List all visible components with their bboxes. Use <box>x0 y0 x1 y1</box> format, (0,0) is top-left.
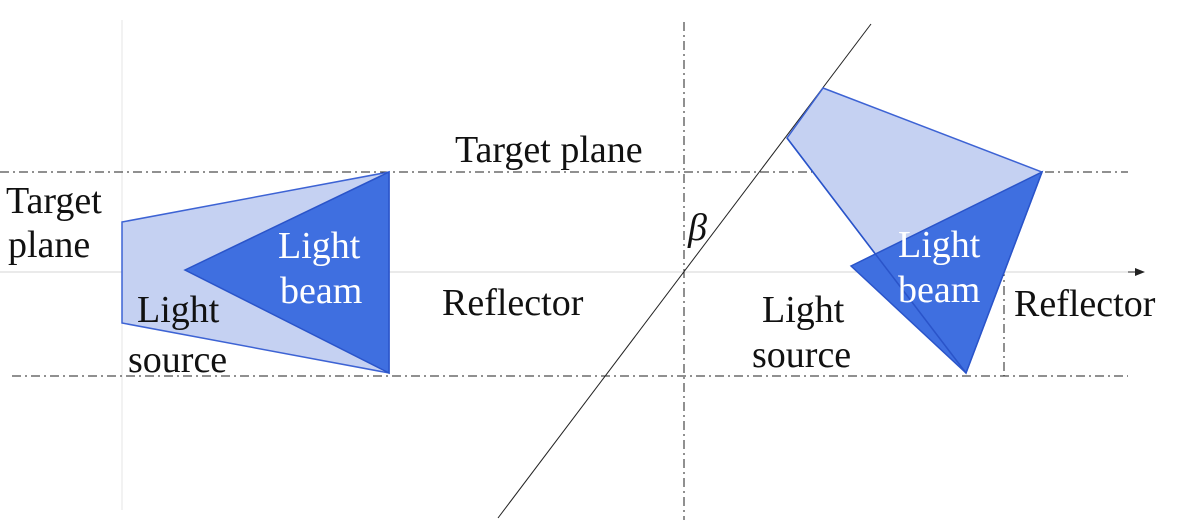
right-light-beam-region <box>849 170 1044 375</box>
right-light-beam-label-line2: beam <box>898 269 980 311</box>
left-reflector-label: Reflector <box>442 282 584 324</box>
right-light-source-label-line1: Light <box>762 289 845 331</box>
right-target-plane-label: Target plane <box>455 129 643 171</box>
right-source-edge <box>786 137 967 374</box>
left-light-beam-label-line1: Light <box>278 225 361 267</box>
left-light-beam-label-line2: beam <box>280 270 362 312</box>
left-light-source-label-line2: source <box>128 339 227 381</box>
right-reflector-label: Reflector <box>1014 283 1156 325</box>
left-target-plane-label-line2: plane <box>8 224 90 266</box>
beta-angle-label: β <box>687 207 707 249</box>
right-light-beam-label-line1: Light <box>898 224 981 266</box>
left-light-beam-region <box>183 170 390 375</box>
right-light-source-label-line2: source <box>752 334 851 376</box>
left-target-plane-label-line1: Target <box>6 180 102 222</box>
left-light-source-label-line1: Light <box>137 289 220 331</box>
reflector-line <box>497 23 872 519</box>
